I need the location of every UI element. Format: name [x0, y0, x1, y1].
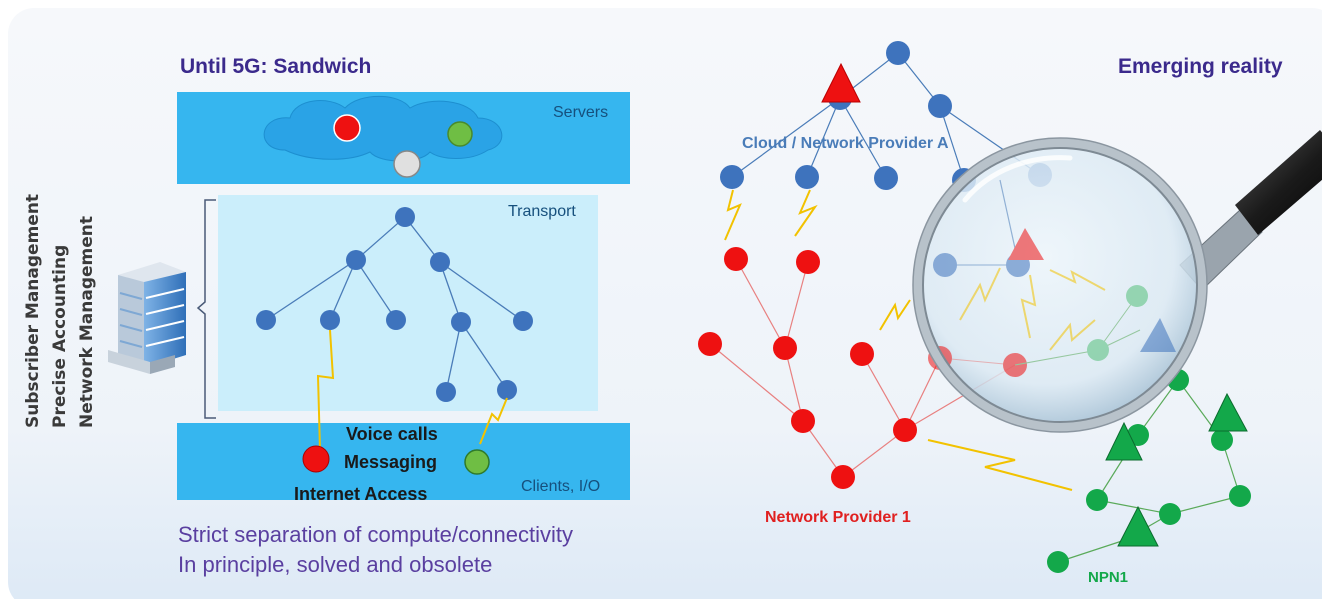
cloud-provider-label: Cloud / Network Provider A: [742, 135, 949, 152]
right-title: Emerging reality: [1118, 55, 1283, 78]
npn-node: [1229, 485, 1251, 507]
servers-label: Servers: [553, 104, 608, 121]
service-messaging: Messaging: [344, 452, 437, 472]
clients-label: Clients, I/O: [521, 478, 600, 495]
clients-band: [177, 423, 630, 500]
provider-1-node: [773, 336, 797, 360]
provider-a-node: [720, 165, 744, 189]
tree-node: [513, 311, 533, 331]
label-network-management: Network Management: [77, 216, 97, 428]
npn-green-triangle: [1208, 392, 1248, 432]
npn-green-triangle: [1117, 505, 1159, 547]
tree-node: [451, 312, 471, 332]
service-voice-calls: Voice calls: [346, 424, 438, 444]
provider-a-node: [886, 41, 910, 65]
right-panel: Emerging reality Cloud / Network Provide…: [698, 41, 1322, 586]
tree-node: [497, 380, 517, 400]
npn-node: [1086, 489, 1108, 511]
caption-line-1: Strict separation of compute/connectivit…: [178, 522, 573, 547]
provider-1-node: [850, 342, 874, 366]
server-node-red: [333, 114, 361, 142]
npn-label: NPN1: [1088, 569, 1128, 586]
provider-1-edges: [709, 258, 1016, 478]
management-bracket: [196, 199, 216, 419]
cloud-shape: [263, 95, 503, 162]
tree-node: [320, 310, 340, 330]
left-title: Until 5G: Sandwich: [180, 55, 371, 78]
provider-a-red-triangle: [821, 62, 861, 103]
wireless-link-lightning: [879, 299, 911, 331]
service-internet-access: Internet Access: [294, 484, 427, 504]
tree-node: [430, 252, 450, 272]
provider-1-node: [796, 250, 820, 274]
provider-1-node: [893, 418, 917, 442]
network-provider-label: Network Provider 1: [765, 509, 911, 526]
provider-a-node: [928, 94, 952, 118]
wireless-link-lightning: [927, 439, 1073, 491]
transport-label: Transport: [508, 203, 576, 220]
npn-node: [1211, 429, 1233, 451]
caption-line-2: In principle, solved and obsolete: [178, 552, 492, 577]
npn-node: [1047, 551, 1069, 573]
building-icon: [108, 262, 186, 374]
wireless-link-lightning: [479, 397, 508, 445]
wireless-link-lightning: [724, 189, 742, 241]
provider-1-node: [724, 247, 748, 271]
wireless-link-lightning: [794, 189, 818, 237]
provider-1-node: [831, 465, 855, 489]
tree-node: [386, 310, 406, 330]
label-precise-accounting: Precise Accounting: [50, 245, 70, 428]
provider-1-node: [698, 332, 722, 356]
tree-node: [346, 250, 366, 270]
npn-node: [1159, 503, 1181, 525]
tree-node: [256, 310, 276, 330]
transport-tree-nodes: [256, 207, 533, 402]
server-node-green: [447, 121, 473, 147]
left-panel: Until 5G: Sandwich Servers Transport: [23, 55, 630, 577]
wireless-link-lightning: [316, 329, 335, 451]
transport-band: [218, 195, 598, 411]
provider-1-node: [791, 409, 815, 433]
npn-green-triangle: [1105, 421, 1143, 461]
tree-node: [395, 207, 415, 227]
magnifying-glass-icon: [912, 130, 1322, 433]
provider-1-nodes: [698, 247, 917, 489]
client-node-red: [302, 445, 330, 473]
provider-a-node: [874, 166, 898, 190]
client-node-green: [464, 449, 490, 475]
provider-a-node: [795, 165, 819, 189]
tree-node: [436, 382, 456, 402]
gateway-node: [393, 150, 421, 178]
label-subscriber-management: Subscriber Management: [23, 194, 43, 428]
